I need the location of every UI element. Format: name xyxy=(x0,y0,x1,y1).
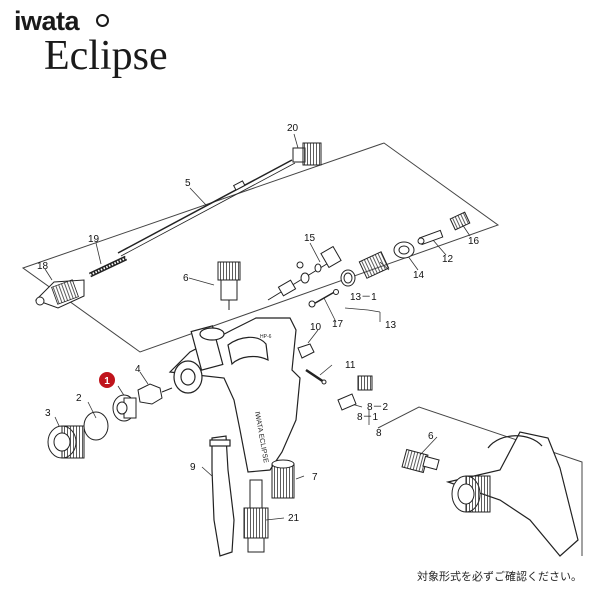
part-5-needle xyxy=(117,159,296,257)
part-15-air-valve-set xyxy=(267,245,342,301)
brand-product: Eclipse xyxy=(44,33,168,79)
callout-3: 3 xyxy=(45,408,51,419)
inset-gun-head xyxy=(445,431,579,557)
part-17-valve-shaft xyxy=(308,289,339,308)
part-14-air-valve-guide xyxy=(393,241,415,259)
part-3-air-cap-ring xyxy=(47,425,85,459)
part-8-packing-set xyxy=(337,375,373,411)
callout-8-1: 8－1 xyxy=(357,412,379,423)
rear-assembly-panel xyxy=(21,142,500,353)
callout-11: 11 xyxy=(345,360,356,371)
callout-10: 10 xyxy=(310,322,322,333)
inset-air-cap-ring xyxy=(451,475,491,513)
callout-6-inset: 6 xyxy=(428,431,434,442)
gun-body: IWATA ECLIPSE HP-6 xyxy=(168,317,301,473)
callout-13: 13 xyxy=(385,320,397,331)
callout-7: 7 xyxy=(312,472,318,483)
part-21-air-adjust-valve xyxy=(243,479,269,553)
highlight-badge xyxy=(99,372,115,388)
part-16-adjust-screw xyxy=(449,211,471,231)
callout-2: 2 xyxy=(76,393,82,404)
part-9-trigger xyxy=(209,435,235,557)
callout-17: 17 xyxy=(332,319,344,330)
inset-part-6-fluid-nipple xyxy=(401,448,440,474)
callout-labels: 20 5 19 18 15 6 17 13－1 13 14 12 16 10 1… xyxy=(37,123,480,524)
part-6-fluid-nipple xyxy=(217,261,241,310)
part-10-trigger-pin-cap xyxy=(297,343,315,359)
footer-note: 対象形式を必ずご確認ください。 xyxy=(417,570,582,583)
part-7-fluid-adjust-screw xyxy=(271,459,295,499)
callout-19: 19 xyxy=(88,234,100,245)
part-19-needle-spring xyxy=(88,255,128,278)
part-11-trigger-pin xyxy=(305,368,327,385)
gun-model-mark: HP-6 xyxy=(260,334,272,340)
part-2-baffle-ring xyxy=(83,411,109,441)
part-12-valve-seat xyxy=(417,229,444,246)
callout-8-2: 8－2 xyxy=(367,402,389,413)
part-4-fluid-nozzle xyxy=(137,383,173,405)
callout-12: 12 xyxy=(442,254,454,265)
callout-15: 15 xyxy=(304,233,316,244)
callout-9: 9 xyxy=(190,462,196,473)
part-13-valve-body xyxy=(340,251,390,287)
brand-ring-mark xyxy=(96,14,109,27)
callout-1: 1 xyxy=(104,376,110,387)
brand-maker: iwata xyxy=(14,6,80,36)
leader-lines xyxy=(44,133,471,521)
part-1-air-cap xyxy=(112,394,137,422)
callout-6: 6 xyxy=(183,273,189,284)
callout-13-1: 13－1 xyxy=(350,292,377,303)
callout-16: 16 xyxy=(468,236,480,247)
callout-14: 14 xyxy=(413,270,425,281)
callout-20: 20 xyxy=(287,123,299,134)
callout-4: 4 xyxy=(135,364,141,375)
callout-8: 8 xyxy=(376,428,382,439)
callout-18: 18 xyxy=(37,261,49,272)
inset-frame xyxy=(377,406,583,556)
part-18-needle-chuck xyxy=(35,279,85,309)
callout-5: 5 xyxy=(185,178,191,189)
part-20-adjust-knob xyxy=(292,142,322,166)
callout-1-highlight: 1 xyxy=(99,372,115,388)
callout-21: 21 xyxy=(288,513,300,524)
